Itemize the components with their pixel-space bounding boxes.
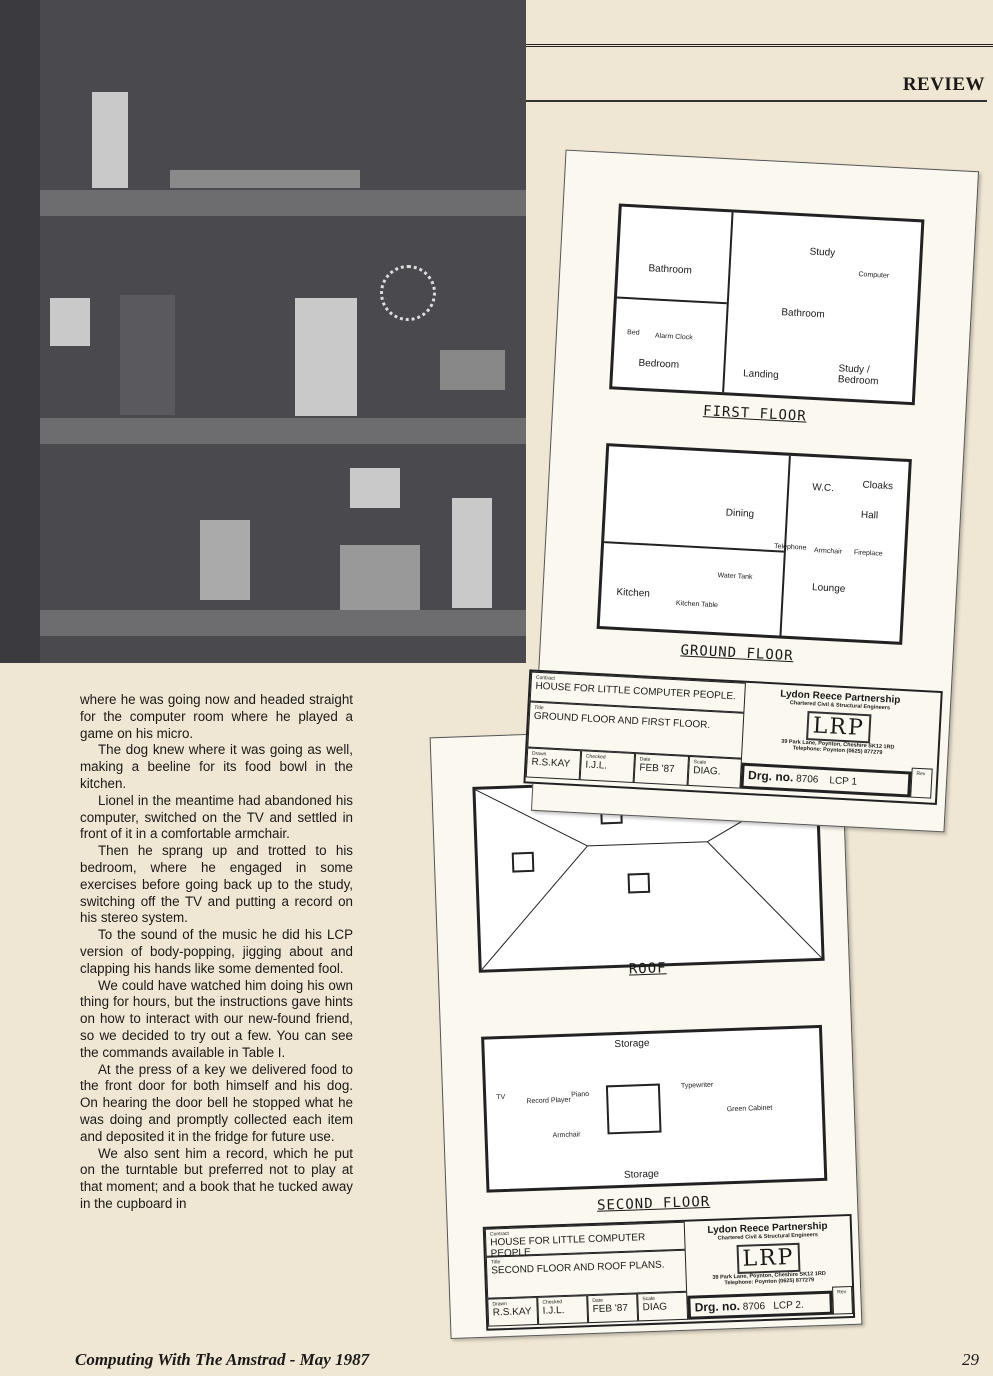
paragraph: The dog knew where it was going as well,…	[80, 742, 353, 791]
door-sprite	[92, 92, 128, 188]
room-label: Study / Bedroom	[837, 363, 879, 388]
paragraph: where he was going now and headed straig…	[80, 692, 353, 741]
drawn-value: R.S.KAY	[531, 756, 571, 770]
room-label: Bedroom	[638, 357, 680, 371]
room-label: Study	[809, 246, 836, 259]
room-label: Kitchen Table	[675, 600, 719, 610]
drg-label: Drg. no.	[694, 1298, 741, 1315]
room-label: Lounge	[811, 582, 846, 595]
room-label: Bed	[626, 329, 640, 337]
header-rule	[526, 44, 993, 47]
room-label: Record Player	[526, 1096, 571, 1106]
drawn-value: R.S.KAY	[492, 1306, 532, 1319]
paragraph: Lionel in the meantime had abandoned his…	[80, 792, 353, 842]
room-label: Water Tank	[717, 572, 753, 581]
article-body: where he was going now and headed straig…	[80, 692, 353, 1213]
room-label: Storage	[614, 1037, 650, 1051]
room-label: Kitchen	[616, 586, 651, 600]
ground-floor-plan: Dining W.C. Cloaks Hall Telephone Armcha…	[596, 443, 912, 645]
scale-value: DIAG	[642, 1301, 668, 1314]
paragraph: We also sent him a record, which he put …	[80, 1145, 353, 1211]
room-label: TV	[496, 1093, 506, 1102]
bookcase-sprite	[295, 298, 357, 416]
sheet-number: LCP 1	[829, 775, 858, 788]
publication-footer: Computing With The Amstrad - May 1987	[75, 1350, 370, 1369]
ground-floor-caption: GROUND FLOOR	[680, 642, 794, 665]
room-label: Piano	[571, 1091, 590, 1099]
firm-logo: LRP	[806, 711, 872, 744]
room-label: Hall	[860, 509, 879, 522]
scale-value: DIAG.	[692, 765, 721, 778]
drg-number: 8706	[742, 1301, 766, 1313]
sheet-number: LCP 2.	[773, 1299, 804, 1312]
picture-sprite	[350, 468, 400, 508]
frame-rule	[526, 100, 987, 102]
room-label: Storage	[623, 1168, 660, 1181]
room-label: Typewriter	[680, 1081, 714, 1090]
room-label: Dining	[725, 507, 755, 520]
room-label: Computer	[858, 271, 890, 280]
drg-label: Drg. no.	[747, 768, 794, 785]
room-label: W.C.	[811, 481, 835, 495]
door-sprite-2	[452, 498, 492, 608]
room-label: Green Cabinet	[726, 1104, 773, 1114]
room-label: Alarm Clock	[654, 332, 693, 342]
room-label: Cloaks	[862, 479, 894, 493]
drawing-sheet-1: Bathroom Study Computer Bathroom Bed Ala…	[523, 149, 980, 833]
room-label: Fireplace	[853, 549, 883, 558]
paragraph: We could have watched him doing his own …	[80, 977, 353, 1060]
page-number: 29	[962, 1350, 979, 1369]
second-floor-caption: SECOND FLOOR	[596, 1193, 711, 1214]
fireplace-sprite	[340, 545, 420, 610]
first-floor-plan: Bathroom Study Computer Bathroom Bed Ala…	[609, 203, 925, 406]
room-label: Armchair	[552, 1131, 581, 1140]
room-label: Bathroom	[648, 263, 693, 277]
date-value: FEB '87	[639, 762, 675, 776]
tv-sprite	[50, 298, 90, 346]
section-label: REVIEW	[902, 74, 985, 95]
rev-label: Rev	[837, 1289, 847, 1296]
firm-logo: LRP	[736, 1242, 801, 1274]
game-screenshot	[0, 0, 526, 663]
firm-block: Lydon Reece Partnership Chartered Civil …	[685, 1220, 852, 1288]
room-label: Bathroom	[781, 307, 825, 321]
date-value: FEB '87	[592, 1302, 629, 1316]
firm-block: Lydon Reece Partnership Chartered Civil …	[742, 687, 935, 759]
rev-label: Rev	[916, 770, 926, 778]
first-floor-caption: FIRST FLOOR	[702, 403, 808, 425]
little-computer-person-sprite	[200, 520, 250, 600]
room-label: Landing	[742, 368, 779, 382]
paragraph: At the press of a key we delivered food …	[80, 1061, 353, 1144]
checked-value: I.J.L.	[585, 759, 608, 772]
drg-number: 8706	[795, 773, 819, 786]
room-label: Armchair	[813, 547, 843, 556]
paragraph: Then he sprang up and trotted to his bed…	[80, 843, 353, 926]
roof-caption: ROOF	[628, 960, 667, 978]
second-floor-plan: Storage TV Record Player Piano Typewrite…	[481, 1024, 828, 1193]
paragraph: To the sound of the music he did his LCP…	[80, 927, 353, 976]
checked-value: I.J.L.	[542, 1305, 565, 1317]
